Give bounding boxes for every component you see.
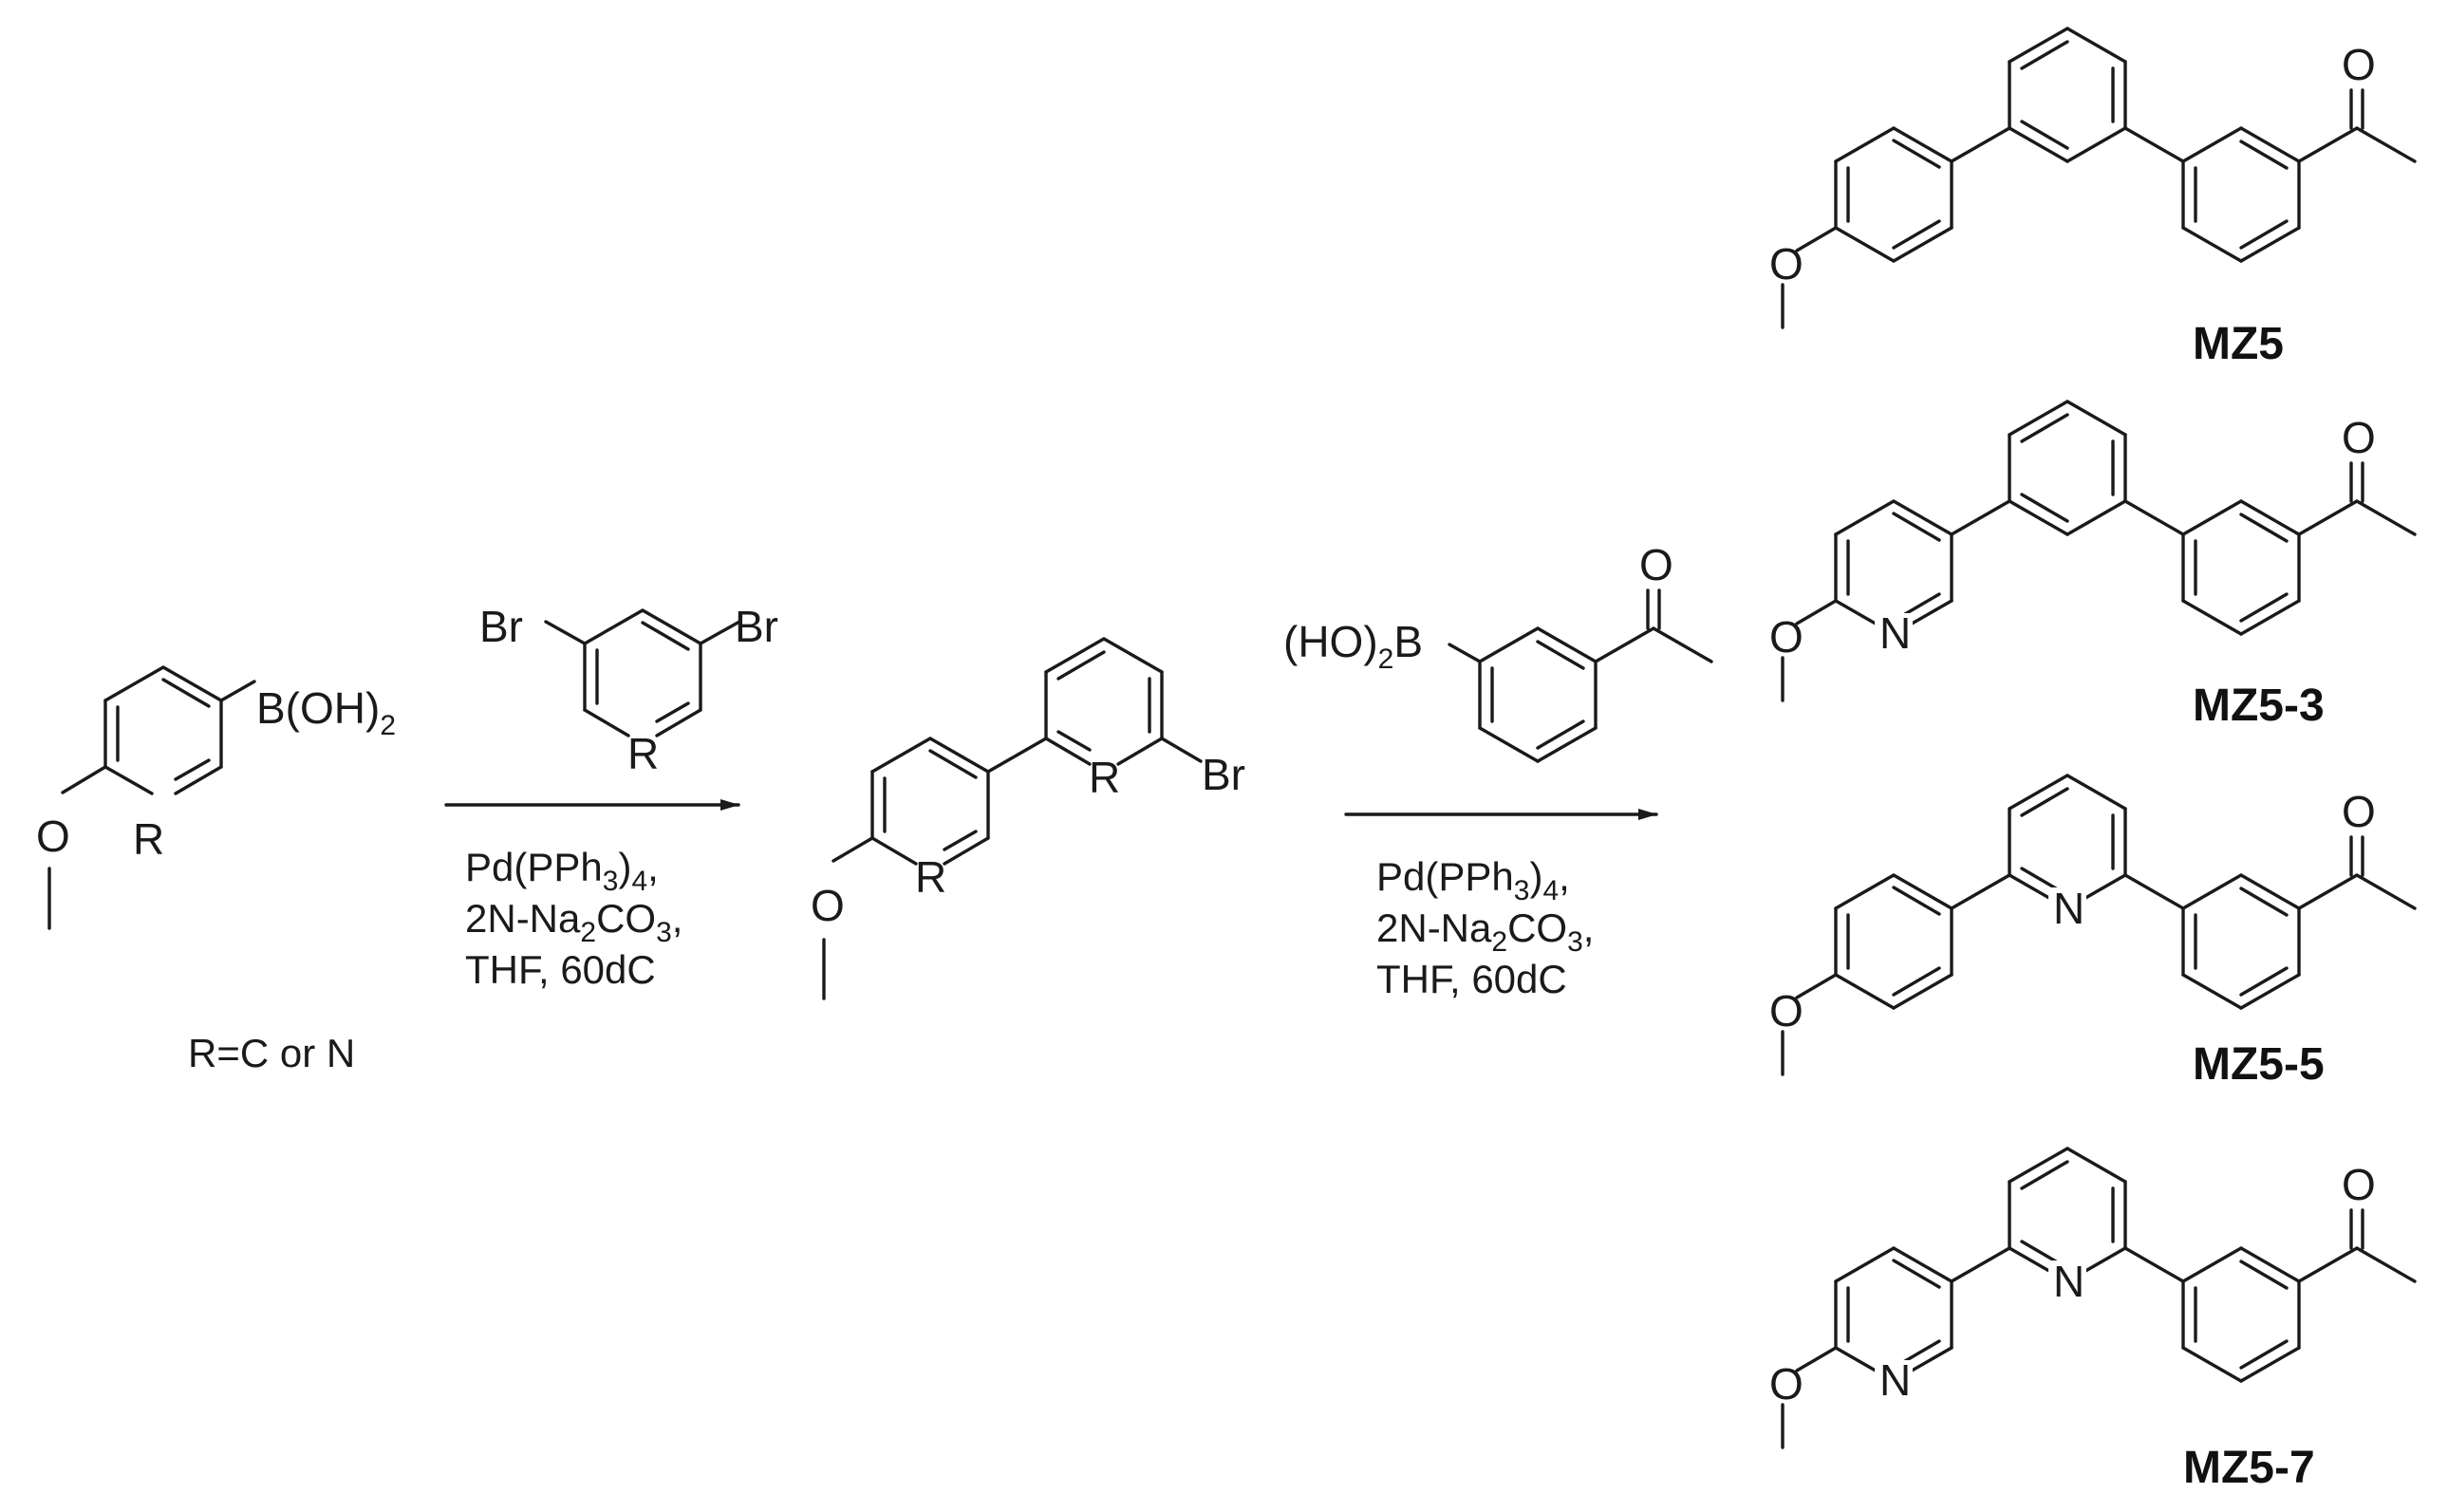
product-mz5: O O MZ5: [1769, 27, 2417, 369]
step2-conditions: Pd(PPh3)4, 2N-Na2CO3, THF, 60dC: [1376, 854, 1594, 1001]
pyridine-nitrogen: N: [2053, 884, 2084, 933]
boronic-acid-label: (HO)2B: [1283, 617, 1423, 675]
product-skeleton: [1781, 27, 2417, 329]
starting-material: B(OH)2 R O R=C or N: [36, 665, 396, 1075]
methoxy-oxygen: O: [1769, 612, 1803, 662]
dibromo-reagent-bonds: [544, 608, 741, 737]
r-definition-note: R=C or N: [188, 1031, 355, 1075]
bromine-left: Br: [479, 602, 523, 651]
dibromo-reagent: Br Br R: [479, 602, 778, 778]
methoxy-oxygen: O: [1769, 239, 1803, 289]
pyridine-nitrogen-methoxy-ring: N: [1879, 1355, 1911, 1405]
ring-atom-r: R: [627, 729, 659, 778]
pyridine-nitrogen-middle-ring: N: [2053, 1257, 2084, 1306]
step1-catalyst: Pd(PPh3)4,: [465, 845, 659, 897]
acetylphenyl-boronic-acid: (HO)2B O: [1283, 540, 1713, 763]
ketone-oxygen: O: [2342, 787, 2376, 836]
bromine-right: Br: [735, 602, 778, 651]
product-label: MZ5-7: [2183, 1443, 2315, 1493]
starting-material-bonds: [47, 665, 256, 930]
product-label: MZ5-5: [2193, 1039, 2325, 1090]
ketone-oxygen: O: [2342, 413, 2376, 462]
product-mz5-5: N O O MZ5-5: [1769, 774, 2417, 1090]
methoxy-oxygen: O: [811, 881, 845, 930]
product-mz5-7: N N O O MZ5-7: [1769, 1147, 2417, 1493]
ketone-oxygen: O: [2342, 1160, 2376, 1209]
step1-base: 2N-Na2CO3,: [465, 896, 682, 948]
product-mz5-3: N O O MZ5-3: [1769, 400, 2417, 731]
product-label: MZ5-3: [2193, 681, 2325, 731]
product-skeleton: [1781, 1147, 2417, 1449]
ring-atom-r-methoxy-ring: R: [915, 852, 946, 902]
product-skeleton: [1781, 774, 2417, 1076]
step2-solvent-temp: THF, 60dC: [1376, 957, 1567, 1001]
step1-solvent-temp: THF, 60dC: [465, 947, 656, 992]
step1-conditions: Pd(PPh3)4, 2N-Na2CO3, THF, 60dC: [465, 845, 682, 992]
ring-atom-r: R: [133, 814, 164, 864]
boronic-acid-label: B(OH)2: [256, 683, 396, 741]
step2-catalyst: Pd(PPh3)4,: [1376, 854, 1570, 906]
acetylphenyl-boronic-acid-bonds: [1448, 588, 1713, 763]
step2-base: 2N-Na2CO3,: [1376, 905, 1594, 958]
product-label: MZ5: [2193, 319, 2284, 369]
bromine: Br: [1202, 750, 1245, 799]
intermediate: R R Br O: [811, 637, 1245, 1000]
product-skeleton: [1781, 400, 2417, 702]
pyridine-nitrogen: N: [1879, 608, 1911, 658]
methoxy-oxygen: O: [36, 812, 70, 861]
methoxy-oxygen: O: [1769, 1359, 1803, 1409]
ketone-oxygen: O: [2342, 40, 2376, 89]
ring-atom-r-bromo-ring: R: [1089, 753, 1120, 802]
ketone-oxygen: O: [1639, 540, 1673, 589]
methoxy-oxygen: O: [1769, 986, 1803, 1036]
intermediate-bonds: [822, 637, 1203, 1000]
